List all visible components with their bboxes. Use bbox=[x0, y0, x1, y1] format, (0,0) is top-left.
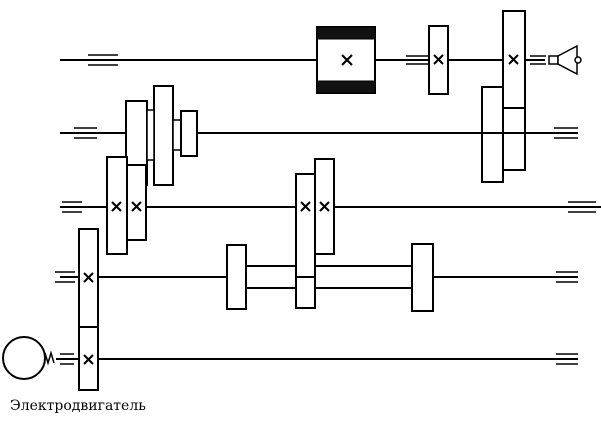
shaft-2 bbox=[60, 85, 578, 186]
bearing-support-icon bbox=[556, 353, 578, 365]
bearing-support-icon bbox=[568, 201, 596, 213]
clutch-drum bbox=[316, 26, 376, 94]
keyed-fixed-mark-icon bbox=[83, 354, 94, 365]
bearing-support-icon bbox=[74, 127, 97, 139]
bearing-support-icon bbox=[556, 271, 578, 283]
bearing-support-icon bbox=[554, 127, 578, 139]
bearing-support-icon bbox=[406, 55, 428, 65]
bearing-support-icon bbox=[88, 54, 118, 66]
keyed-fixed-mark-icon bbox=[111, 201, 122, 212]
gear-pair-left bbox=[106, 156, 147, 255]
gear bbox=[428, 25, 449, 95]
motor-caption: Электродвигатель bbox=[10, 398, 146, 414]
gear-block-right bbox=[481, 10, 526, 183]
motor-icon bbox=[2, 336, 46, 380]
bearing-support-icon bbox=[60, 353, 74, 365]
input-gear-stack bbox=[78, 228, 99, 391]
keyed-fixed-mark-icon bbox=[508, 54, 519, 65]
shaft-5 bbox=[2, 336, 578, 380]
sliding-gear-block bbox=[226, 243, 434, 312]
bearing-support-icon bbox=[55, 271, 75, 283]
elastic-coupling-icon bbox=[44, 350, 55, 366]
shaft-end-sound-icon bbox=[548, 44, 582, 76]
bearing-support-icon bbox=[530, 55, 546, 65]
keyed-fixed-mark-icon bbox=[83, 272, 94, 283]
shaft-1 bbox=[60, 25, 582, 95]
gear-pair-middle bbox=[295, 158, 335, 309]
keyed-fixed-mark-icon bbox=[319, 201, 330, 212]
keyed-fixed-mark-icon bbox=[300, 201, 311, 212]
keyed-fixed-mark-icon bbox=[131, 201, 142, 212]
keyed-fixed-mark-icon bbox=[433, 54, 444, 65]
shaft-4 bbox=[55, 243, 578, 312]
bearing-support-icon bbox=[62, 201, 82, 213]
shaft-3 bbox=[60, 156, 601, 309]
keyed-fixed-mark-icon bbox=[341, 54, 353, 66]
